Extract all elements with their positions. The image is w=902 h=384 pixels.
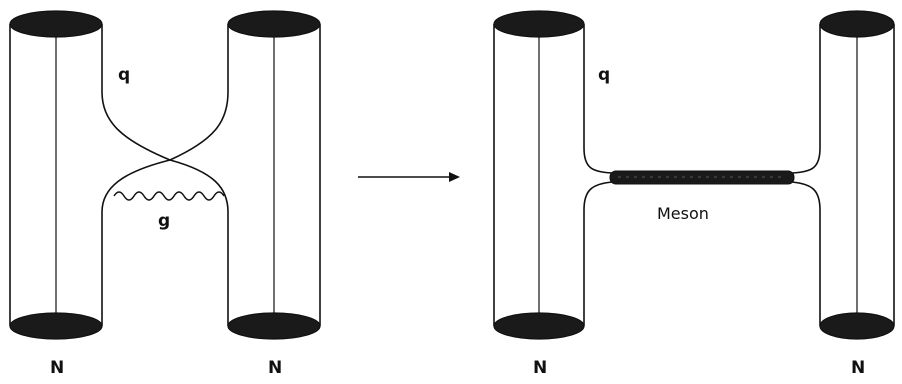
quark-line-lower	[169, 159, 229, 326]
bottom-cap	[227, 312, 321, 340]
bottom-cap	[819, 312, 895, 340]
meson-label: Meson	[657, 204, 709, 223]
meson-flux-tube-icon	[609, 170, 795, 185]
right-diagram: q Meson N N	[493, 10, 895, 378]
left-nucleon-tube-1	[9, 10, 171, 340]
right-nucleon-tube-1	[493, 10, 613, 340]
top-cap	[9, 10, 103, 38]
quark-line-lower	[583, 181, 613, 326]
arrow-right-icon	[358, 172, 460, 182]
nucleon-label-right: N	[268, 358, 282, 378]
quark-line-lower	[101, 159, 171, 326]
left-diagram: q g N N	[9, 10, 321, 378]
nucleon-label-right: N	[851, 358, 865, 378]
quark-line-upper	[791, 24, 821, 174]
quark-line-upper	[169, 24, 229, 161]
quark-label: q	[118, 65, 130, 85]
gluon-label: g	[158, 211, 170, 231]
bottom-cap	[9, 312, 103, 340]
right-nucleon-tube-2	[791, 10, 895, 340]
quark-line-upper	[583, 24, 613, 174]
nucleon-label-left: N	[50, 358, 64, 378]
left-nucleon-tube-2	[169, 10, 321, 340]
quark-label: q	[598, 65, 610, 85]
top-cap	[227, 10, 321, 38]
quark-line-lower	[791, 181, 821, 326]
nucleon-label-left: N	[533, 358, 547, 378]
top-cap	[493, 10, 585, 38]
gluon-wavy-line-icon	[113, 191, 225, 201]
quark-line-upper	[101, 24, 171, 161]
top-cap	[819, 10, 895, 38]
bottom-cap	[493, 312, 585, 340]
